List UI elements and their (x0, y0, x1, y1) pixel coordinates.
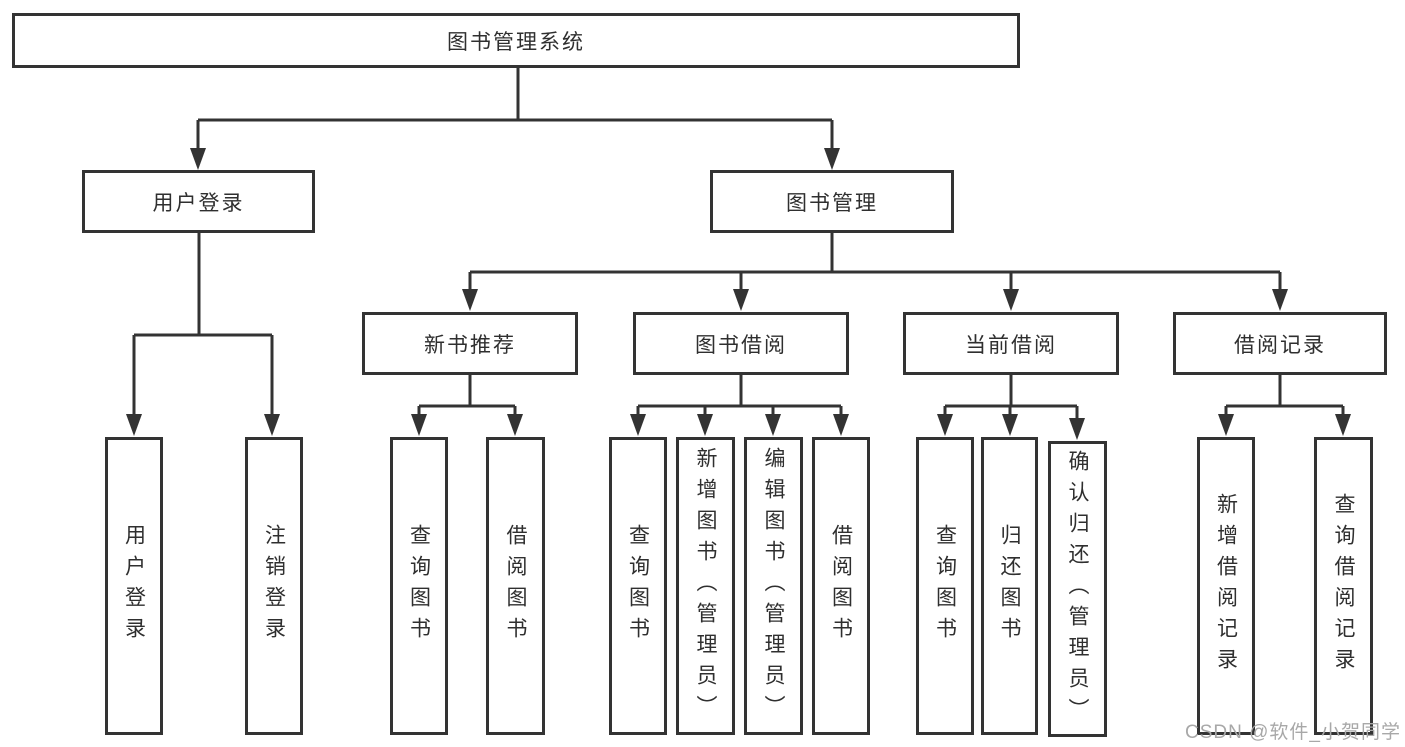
arrowhead (411, 414, 427, 436)
leaf-edit-book-admin: 编辑图书（管理员） (744, 437, 803, 735)
node-root: 图书管理系统 (12, 13, 1020, 68)
node-user-login: 用户登录 (82, 170, 315, 233)
arrowhead (1003, 289, 1019, 311)
leaf-add-book-admin: 新增图书（管理员） (676, 437, 735, 735)
arrowheads (126, 148, 1351, 440)
node-new-book-recommend: 新书推荐 (362, 312, 578, 375)
leaf-query-borrow-record: 查询借阅记录 (1314, 437, 1373, 735)
arrowhead (833, 414, 849, 436)
arrowhead (1218, 414, 1234, 436)
leaf-borrow-query-book: 查询图书 (609, 437, 667, 735)
leaf-logout: 注销登录 (245, 437, 303, 735)
leaf-user-login: 用户登录 (105, 437, 163, 735)
arrowhead (937, 414, 953, 436)
arrowhead (264, 414, 280, 436)
node-borrow-records: 借阅记录 (1173, 312, 1387, 375)
arrowhead (1002, 414, 1018, 436)
csdn-watermark: CSDN @软件_小贺同学 (1185, 722, 1401, 743)
leaf-add-borrow-record: 新增借阅记录 (1197, 437, 1255, 735)
arrowhead (462, 289, 478, 311)
node-book-borrow: 图书借阅 (633, 312, 849, 375)
node-current-borrow: 当前借阅 (903, 312, 1119, 375)
arrowhead (697, 414, 713, 436)
leaf-return-book: 归还图书 (981, 437, 1038, 735)
arrowhead (507, 414, 523, 436)
arrowhead (126, 414, 142, 436)
arrowhead (190, 148, 206, 170)
leaf-recommend-borrow-book: 借阅图书 (486, 437, 545, 735)
leaf-borrow-book: 借阅图书 (812, 437, 870, 735)
leaf-recommend-query-book: 查询图书 (390, 437, 448, 735)
arrowhead (630, 414, 646, 436)
node-book-management: 图书管理 (710, 170, 954, 233)
arrowhead (1069, 418, 1085, 440)
arrowhead (733, 289, 749, 311)
arrowhead (1335, 414, 1351, 436)
arrowhead (824, 148, 840, 170)
leaf-confirm-return-admin: 确认归还（管理员） (1048, 441, 1107, 737)
arrowhead (1272, 289, 1288, 311)
arrowhead (765, 414, 781, 436)
leaf-current-query-book: 查询图书 (916, 437, 974, 735)
